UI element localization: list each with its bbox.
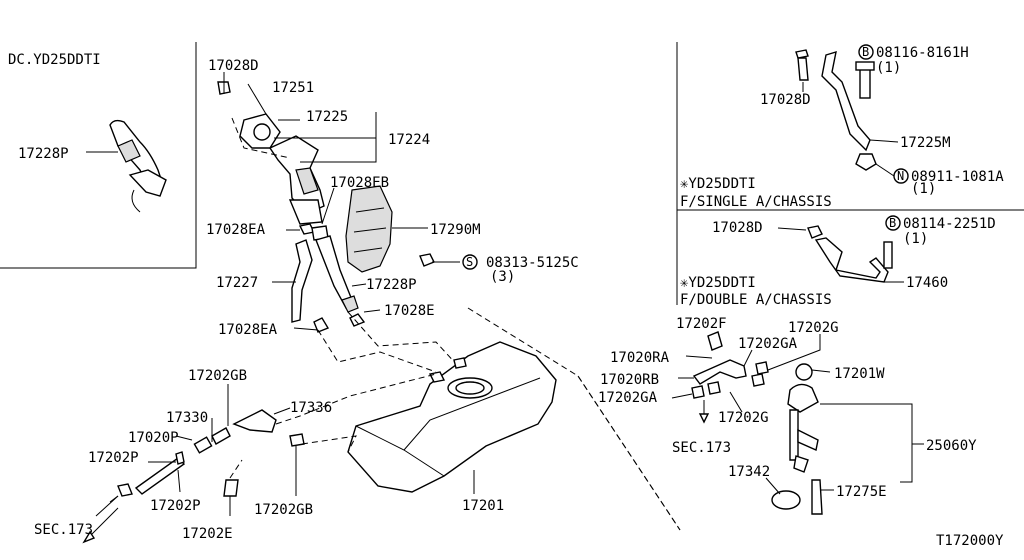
svg-text:B: B	[862, 45, 869, 59]
label-17020P: 17020P	[128, 430, 179, 446]
label-17202G-b: 17202G	[718, 410, 769, 426]
label-17202P-a: 17202P	[88, 450, 139, 466]
label-17202G-a: 17202G	[788, 320, 839, 336]
label-17251: 17251	[272, 80, 314, 96]
label-17028EA-b: 17028EA	[218, 322, 278, 338]
label-note-single-1: ✳YD25DDTI	[680, 176, 756, 192]
inset-right: B N 08116-8161H (1) 17028D 17225M 08911-…	[676, 42, 1024, 308]
label-17202GB-a: 17202GB	[188, 368, 247, 384]
label-nut-qty: (1)	[911, 181, 936, 197]
label-17330: 17330	[166, 410, 208, 426]
label-note-double-2: F/DOUBLE A/CHASSIS	[680, 292, 832, 308]
label-note-single-2: F/SINGLE A/CHASSIS	[680, 194, 832, 210]
label-sec173-right: SEC.173	[672, 440, 731, 456]
label-bolt-top: 08116-8161H	[876, 45, 969, 61]
label-17202GB-b: 17202GB	[254, 502, 313, 518]
label-17228P-inset: 17228P	[18, 146, 69, 162]
fuel-tank: 17201	[347, 341, 557, 514]
label-17227: 17227	[216, 275, 258, 291]
label-nut: 08911-1081A	[911, 169, 1004, 185]
label-note-double-1: ✳YD25DDTI	[680, 275, 756, 291]
label-17028EA-a: 17028EA	[206, 222, 266, 238]
label-bolt-bottom-qty: (1)	[903, 231, 928, 247]
label-17028D: 17028D	[208, 58, 259, 74]
svg-text:B: B	[889, 216, 896, 230]
label-17290M: 17290M	[430, 222, 481, 238]
label-17020RA: 17020RA	[610, 350, 670, 366]
filler-neck-assembly: 17028D 17251 17225 17224 17028EB 17028EA…	[206, 58, 681, 531]
label-17028EB: 17028EB	[330, 175, 389, 191]
vent-line-left: 17202GB 17330 17336 17020P 17202P 17202P…	[34, 368, 437, 544]
label-17028E: 17028E	[384, 303, 435, 319]
label-17201: 17201	[462, 498, 504, 514]
label-17201W: 17201W	[834, 366, 885, 382]
label-17275E: 17275E	[836, 484, 887, 500]
diagram-id: T172000Y	[936, 533, 1004, 549]
label-screw: 08313-5125C	[486, 255, 579, 271]
label-25060Y: 25060Y	[926, 438, 977, 454]
inset-left: DC.YD25DDTI 17228P	[0, 42, 197, 269]
label-bolt-bottom: 08114-2251D	[903, 216, 996, 232]
label-17336: 17336	[290, 400, 332, 416]
inset-left-title: DC.YD25DDTI	[8, 52, 101, 68]
label-17202P-b: 17202P	[150, 498, 201, 514]
label-sec173-left: SEC.173	[34, 522, 93, 538]
fuel-gauge-assembly: 17202F 17202G 17020RA 17202GA 17020RB 17…	[577, 316, 977, 531]
label-17202GA-a: 17202GA	[738, 336, 798, 352]
label-17460: 17460	[906, 275, 948, 291]
label-bolt-top-qty: (1)	[876, 60, 901, 76]
svg-text:N: N	[897, 169, 904, 183]
label-17202GA-b: 17202GA	[598, 390, 658, 406]
svg-text:S: S	[466, 255, 473, 269]
label-17225M: 17225M	[900, 135, 951, 151]
label-17202E: 17202E	[182, 526, 233, 542]
label-17224: 17224	[388, 132, 430, 148]
label-17342: 17342	[728, 464, 770, 480]
label-17028D-bottom: 17028D	[712, 220, 763, 236]
label-17225: 17225	[306, 109, 348, 125]
label-screw-qty: (3)	[490, 269, 515, 285]
label-17028D-top: 17028D	[760, 92, 811, 108]
label-17228P: 17228P	[366, 277, 417, 293]
label-17202F: 17202F	[676, 316, 727, 332]
label-17020RB: 17020RB	[600, 372, 659, 388]
